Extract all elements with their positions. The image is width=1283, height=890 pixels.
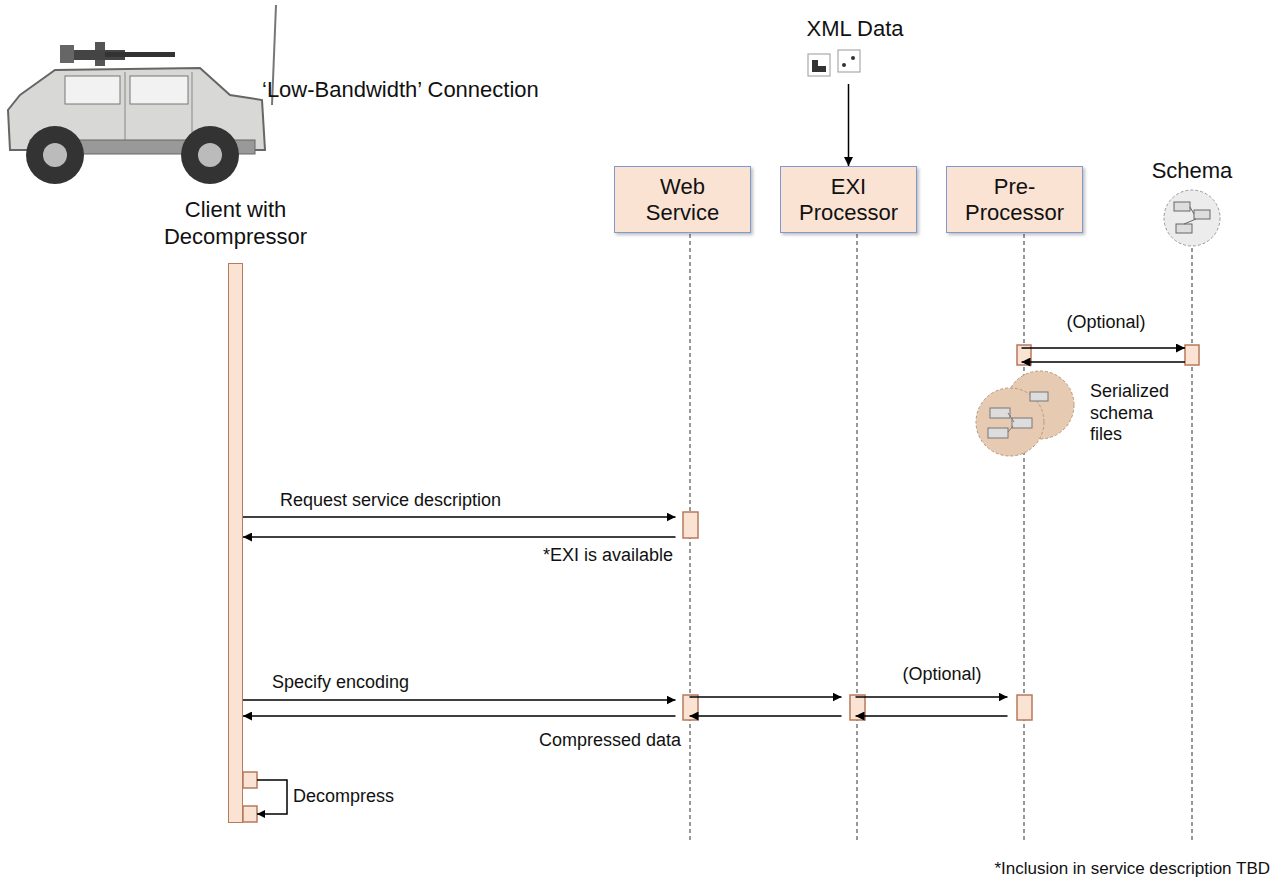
client-lifeline-bar: Client with Decompressor <box>228 263 243 823</box>
activation-boxes <box>243 345 1199 822</box>
vehicle-illustration <box>8 5 276 184</box>
process-box: EXI Processor <box>780 166 917 233</box>
message-arrow <box>243 536 676 538</box>
message-arrow <box>856 715 1008 717</box>
schema-icon <box>1162 188 1222 248</box>
xml-data-icons: XML Data <box>800 48 910 80</box>
schema-circle: Schema <box>1162 188 1222 248</box>
message-arrow <box>690 696 842 698</box>
message-arrow <box>1022 347 1186 349</box>
message-label: Compressed data <box>537 730 683 752</box>
message-label: *EXI is available <box>541 545 675 567</box>
box-label: EXI Processor <box>793 174 904 225</box>
serialized-schema-icon <box>976 371 1074 456</box>
message-label: Request service description <box>278 490 503 512</box>
node-heading: XML Data <box>785 16 925 42</box>
message-arrow <box>848 84 850 166</box>
message-arrow <box>243 516 676 518</box>
message-label: (Optional) <box>900 664 983 686</box>
message-arrow <box>243 699 676 701</box>
message-label: Specify encoding <box>270 672 411 694</box>
message-arrow <box>690 715 842 717</box>
lifelines <box>690 234 1192 842</box>
box-label: Web Service <box>627 174 738 225</box>
message-label: (Optional) <box>1064 312 1147 334</box>
self-loop-arrow <box>257 780 287 814</box>
process-box: Pre-Processor <box>946 166 1083 233</box>
self-message-label: Decompress <box>293 786 394 808</box>
connection-label: ‘Low-Bandwidth’ Connection <box>262 77 539 103</box>
message-arrow <box>243 715 676 717</box>
footnote: *Inclusion in service description TBD <box>994 859 1270 879</box>
node-heading: Schema <box>1132 158 1252 184</box>
message-arrow <box>856 696 1008 698</box>
process-box: Web Service <box>614 166 751 233</box>
message-arrow <box>1022 361 1186 363</box>
serialized-files-label: Serialized schema files <box>1090 381 1182 446</box>
node-heading: Client with Decompressor <box>141 197 331 250</box>
xml-icons <box>800 48 910 80</box>
box-label: Pre-Processor <box>959 174 1070 225</box>
